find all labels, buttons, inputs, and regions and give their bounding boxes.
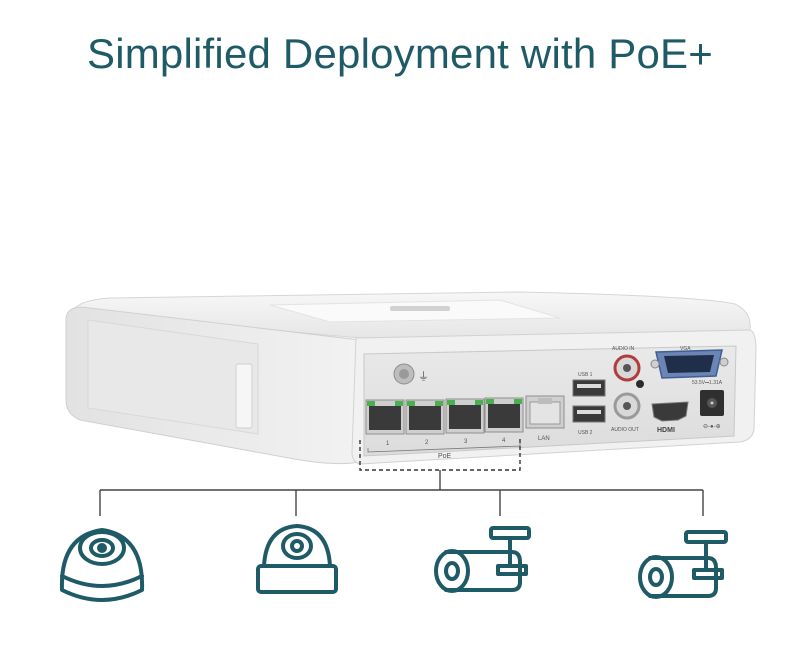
port-number-3: 3 <box>464 439 468 445</box>
bullet-camera-icon <box>434 526 531 593</box>
bullet-camera-icon <box>638 530 728 599</box>
power-label: 53.5V⎓1.31A <box>692 380 723 386</box>
audio-led <box>636 380 644 388</box>
poe-ports: 1 2 3 4 PoE <box>365 397 524 460</box>
poe-port-1[interactable] <box>365 399 405 435</box>
poe-port-4[interactable] <box>484 397 524 433</box>
nvr-device: ⏚ <box>65 291 757 465</box>
usb2-label: USB 2 <box>578 430 593 436</box>
poe-label: PoE <box>438 453 452 460</box>
dome-camera-icon <box>256 524 338 594</box>
hdmi-label: HDMI <box>657 427 675 434</box>
hdmi-port[interactable]: HDMI <box>651 401 689 434</box>
svg-text:⏚: ⏚ <box>418 370 429 383</box>
port-number-4: 4 <box>502 438 506 444</box>
port-number-1: 1 <box>386 441 390 447</box>
side-slot <box>235 363 253 429</box>
power-port[interactable]: 53.5V⎓1.31A ⊖-●-⊕ <box>692 380 724 430</box>
poe-port-2[interactable] <box>405 399 445 435</box>
port-number-2: 2 <box>425 440 429 446</box>
ground-screw: ⏚ <box>393 363 429 385</box>
turret-camera-icon <box>59 528 145 602</box>
poe-connection-lines <box>99 438 704 516</box>
lan-port[interactable]: LAN <box>525 395 565 442</box>
lan-label: LAN <box>538 436 550 442</box>
top-logo <box>390 306 450 311</box>
headline: Simplified Deployment with PoE+ <box>87 30 713 77</box>
poe-port-3[interactable] <box>445 398 485 434</box>
power-polarity-icon: ⊖-●-⊕ <box>703 424 721 430</box>
vga-label: VGA <box>680 346 691 352</box>
usb-ports[interactable]: USB 1 USB 2 <box>572 372 606 436</box>
poe-dashed-box <box>359 438 521 471</box>
vga-port[interactable]: VGA <box>650 346 729 379</box>
audio-in-label: AUDIO IN <box>612 346 635 352</box>
audio-ports[interactable]: AUDIO IN AUDIO OUT <box>611 346 644 433</box>
usb1-label: USB 1 <box>578 372 593 378</box>
audio-out-label: AUDIO OUT <box>611 427 639 433</box>
